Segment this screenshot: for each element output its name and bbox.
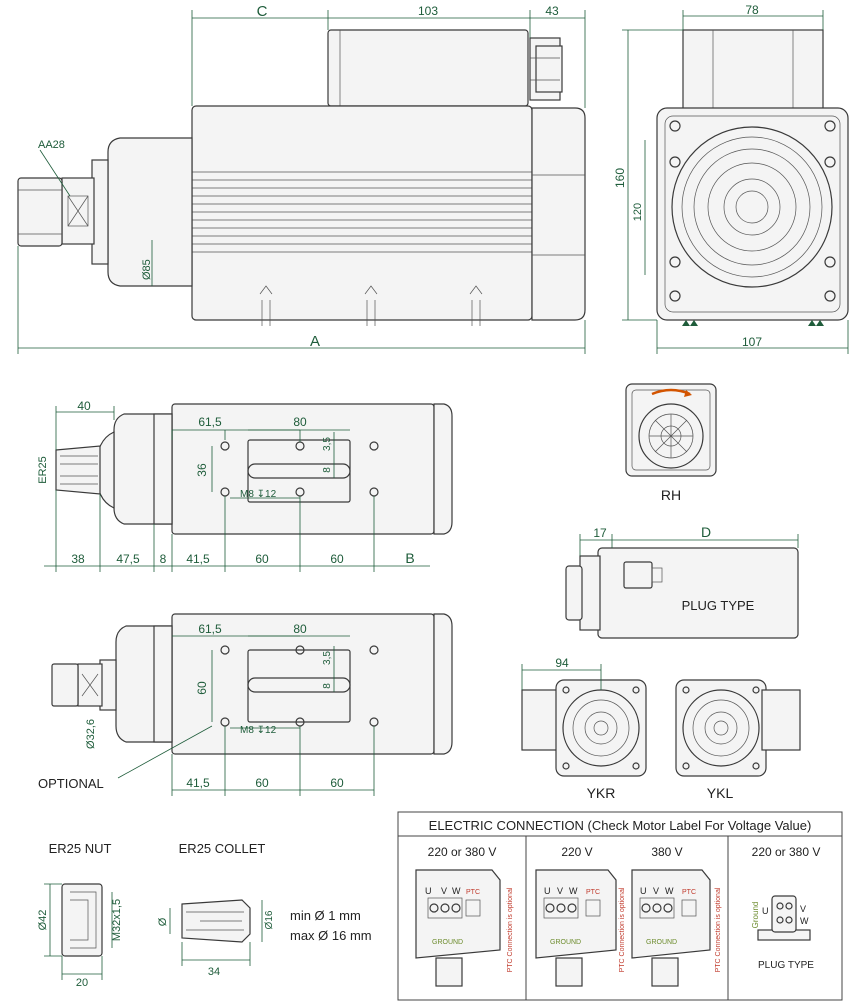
label-d32-6: Ø32,6 xyxy=(85,719,97,749)
collet-min: min Ø 1 mm xyxy=(290,908,361,923)
label-aa28: AA28 xyxy=(38,139,65,151)
ykl-label: YKL xyxy=(707,785,734,801)
t1-ptc-note: PTC Connection is optional xyxy=(507,887,514,972)
terminal-box-1: U V W PTC GROUND PTC Connection is optio… xyxy=(415,869,514,987)
dim-phi: Ø xyxy=(157,917,169,926)
t1-ptc: PTC xyxy=(466,889,480,896)
dim-b: B xyxy=(405,550,414,566)
t3-u: U xyxy=(640,886,647,896)
dim-60-vertical: 60 xyxy=(195,681,209,695)
t2-ptc: PTC xyxy=(586,889,600,896)
dim-103: 103 xyxy=(418,4,438,18)
t3-ptc: PTC xyxy=(682,889,696,896)
nut-title: ER25 NUT xyxy=(49,841,112,856)
plug-type-text: PLUG TYPE xyxy=(758,960,814,971)
dim-60b-b: 60 xyxy=(330,776,344,790)
label-d85: Ø85 xyxy=(141,259,153,280)
rh-view: RH xyxy=(625,383,717,503)
dim-80: 80 xyxy=(293,415,307,429)
col1-voltage: 220 or 380 V xyxy=(428,845,497,859)
dim-d42: Ø42 xyxy=(37,910,49,931)
t2-u: U xyxy=(544,886,551,896)
dim-8b: 8 xyxy=(160,552,167,566)
label-m8: M8 ↧12 xyxy=(240,489,277,500)
dim-c: C xyxy=(257,3,268,20)
ykr-view: 94 YKR xyxy=(521,656,647,801)
dim-d: D xyxy=(701,524,711,540)
t2-ground: GROUND xyxy=(550,939,581,946)
rh-label: RH xyxy=(661,487,681,503)
dim-41-5: 41,5 xyxy=(186,552,210,566)
t2-ptc-note: PTC Connection is optional xyxy=(619,887,626,972)
dim-107: 107 xyxy=(742,335,762,349)
dim-38: 38 xyxy=(71,552,85,566)
t2-w: W xyxy=(569,886,578,896)
terminal-box-2: U V W PTC GROUND PTC Connection is optio… xyxy=(535,869,626,987)
terminal-box-3: U V W PTC GROUND PTC Connection is optio… xyxy=(631,869,722,987)
t1-u: U xyxy=(425,886,432,896)
t3-w: W xyxy=(665,886,674,896)
plug-ground: Ground xyxy=(751,902,760,929)
plug-v: V xyxy=(800,904,806,914)
dim-80-b: 80 xyxy=(293,622,307,636)
label-m8-b: M8 ↧12 xyxy=(240,725,277,736)
dim-41-5-b: 41,5 xyxy=(186,776,210,790)
dim-a: A xyxy=(310,333,320,350)
plug-u: U xyxy=(762,906,769,916)
dim-61-5-b: 61,5 xyxy=(198,622,222,636)
plug-connector: Ground U V W PLUG TYPE xyxy=(751,895,814,971)
dim-60b: 60 xyxy=(330,552,344,566)
dim-3-5: 3,5 xyxy=(322,437,333,451)
dim-43: 43 xyxy=(545,4,559,18)
dim-34: 34 xyxy=(208,966,220,978)
electric-title: ELECTRIC CONNECTION (Check Motor Label F… xyxy=(429,818,812,833)
electric-connection: ELECTRIC CONNECTION (Check Motor Label F… xyxy=(397,811,843,1001)
dim-61-5: 61,5 xyxy=(198,415,222,429)
col3-voltage: 380 V xyxy=(651,845,682,859)
collet-title: ER25 COLLET xyxy=(179,841,266,856)
t1-ground: GROUND xyxy=(432,939,463,946)
plug-w: W xyxy=(800,916,809,926)
er25-collet: ER25 COLLET Ø Ø16 34 min Ø 1 mm max Ø 16… xyxy=(157,841,372,978)
er25-nut: ER25 NUT Ø42 M32x1,5 20 xyxy=(37,841,123,989)
ykr-label: YKR xyxy=(587,785,616,801)
dim-78: 78 xyxy=(745,3,759,17)
dim-160: 160 xyxy=(613,168,627,188)
plug-type-side-view: 17 D PLUG TYPE xyxy=(565,524,799,639)
t3-v: V xyxy=(653,886,659,896)
col2-voltage: 220 V xyxy=(561,845,592,859)
col4-voltage: 220 or 380 V xyxy=(752,845,821,859)
collet-max: max Ø 16 mm xyxy=(290,928,372,943)
dim-17: 17 xyxy=(593,526,607,540)
mount-view-bottom: 61,5 80 3,5 8 60 M8 ↧12 Ø32,6 41,5 60 60… xyxy=(38,613,453,796)
top-front-view: 78 160 120 107 xyxy=(613,3,849,354)
optional-label: OPTIONAL xyxy=(38,776,104,791)
t1-v: V xyxy=(441,886,447,896)
dim-36: 36 xyxy=(195,463,209,477)
top-side-view: C 103 43 A AA28 Ø85 xyxy=(17,3,586,354)
label-er25: ER25 xyxy=(37,456,49,484)
t3-ptc-note: PTC Connection is optional xyxy=(715,887,722,972)
dim-47-5: 47,5 xyxy=(116,552,140,566)
dim-8-b: 8 xyxy=(322,683,333,689)
dim-m32: M32x1,5 xyxy=(111,899,123,941)
dim-40: 40 xyxy=(77,399,91,413)
dim-8: 8 xyxy=(322,467,333,473)
ykl-view: YKL xyxy=(675,679,801,801)
mount-view-top: 40 ER25 61,5 80 3,5 8 36 M8 ↧12 38 47,5 … xyxy=(37,399,453,572)
dim-60a: 60 xyxy=(255,552,269,566)
dim-60a-b: 60 xyxy=(255,776,269,790)
dim-120: 120 xyxy=(632,203,644,221)
dim-d16: Ø16 xyxy=(264,910,275,929)
t1-w: W xyxy=(452,886,461,896)
dim-20: 20 xyxy=(76,977,88,989)
dim-3-5-b: 3,5 xyxy=(322,651,333,665)
t2-v: V xyxy=(557,886,563,896)
plug-type-label: PLUG TYPE xyxy=(682,598,755,613)
dim-94: 94 xyxy=(555,656,569,670)
t3-ground: GROUND xyxy=(646,939,677,946)
